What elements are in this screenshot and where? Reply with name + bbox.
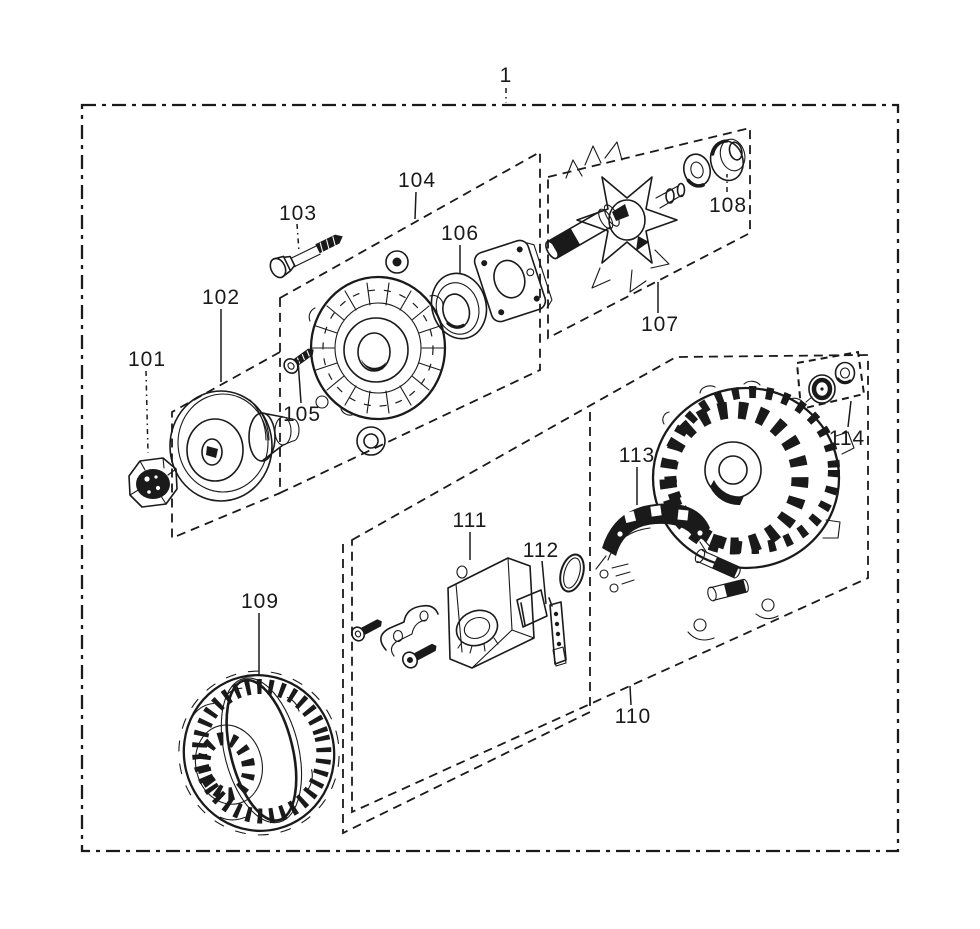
callout-104-label: 104 bbox=[398, 169, 436, 192]
part-109-stator bbox=[178, 670, 340, 836]
callout-106: 106 bbox=[441, 222, 479, 274]
group-box-front-housing bbox=[279, 150, 541, 495]
callout-108-label: 108 bbox=[709, 194, 747, 217]
callout-110: 110 bbox=[615, 685, 651, 728]
part-111-regulator bbox=[350, 557, 548, 669]
callout-113-label: 113 bbox=[619, 444, 655, 467]
callout-107-label: 107 bbox=[641, 313, 679, 336]
callout-110-label: 110 bbox=[615, 705, 651, 728]
callout-112: 112 bbox=[523, 539, 559, 605]
callout-111: 111 bbox=[453, 509, 488, 560]
callout-103-label: 103 bbox=[279, 202, 317, 225]
part-108-bearing bbox=[709, 138, 746, 182]
callout-105-label: 105 bbox=[283, 403, 321, 426]
callout-109: 109 bbox=[241, 590, 279, 676]
callout-108: 108 bbox=[709, 174, 747, 217]
callout-102: 102 bbox=[202, 286, 240, 382]
callout-105: 105 bbox=[283, 359, 321, 426]
part-111-screw-b bbox=[401, 643, 437, 669]
part-112-oring-brush bbox=[548, 553, 585, 667]
callout-1: 1 bbox=[500, 64, 513, 103]
callout-101: 101 bbox=[128, 348, 166, 454]
group-box-rotor bbox=[547, 126, 751, 340]
part-111-screw-a bbox=[350, 619, 382, 642]
callout-109-label: 109 bbox=[241, 590, 279, 613]
callout-103: 103 bbox=[279, 202, 317, 253]
callout-106-label: 106 bbox=[441, 222, 479, 245]
callout-107: 107 bbox=[641, 282, 679, 336]
part-107-rotor bbox=[545, 141, 686, 293]
part-102-pulley bbox=[169, 390, 300, 502]
part-110-rear-housing bbox=[651, 380, 855, 641]
group-box-pulley bbox=[171, 351, 281, 540]
part-106-bearing bbox=[430, 272, 488, 340]
part-104-front-housing bbox=[308, 250, 447, 456]
group-box-rear-housing bbox=[351, 354, 869, 814]
callout-111-label: 111 bbox=[453, 509, 488, 532]
part-114-bearings bbox=[805, 361, 856, 404]
callout-102-label: 102 bbox=[202, 286, 240, 309]
part-106-retainer-plate bbox=[473, 239, 553, 323]
part-108-washer bbox=[682, 153, 712, 188]
callout-1-label: 1 bbox=[500, 64, 513, 87]
part-101-nut bbox=[128, 457, 178, 508]
callout-112-label: 112 bbox=[523, 539, 559, 562]
callout-114: 114 bbox=[829, 400, 865, 450]
callout-113: 113 bbox=[619, 444, 655, 505]
group-box-regulator bbox=[342, 408, 591, 835]
callout-104: 104 bbox=[398, 169, 436, 220]
callout-114-label: 114 bbox=[829, 427, 865, 450]
assembly-boundary-box bbox=[80, 103, 900, 853]
part-103-bolt bbox=[269, 234, 343, 279]
callout-101-label: 101 bbox=[128, 348, 166, 371]
part-113-rectifier bbox=[595, 503, 741, 593]
group-box-rear-bearings bbox=[795, 350, 866, 411]
